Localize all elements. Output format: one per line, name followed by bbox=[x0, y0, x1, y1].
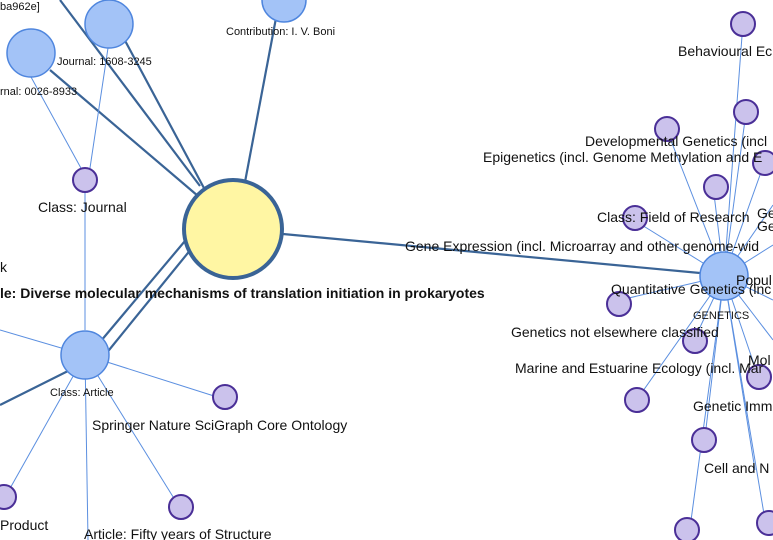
label-journal-b: rnal: 0026-8933 bbox=[0, 86, 77, 98]
label-marine: Marine and Estuarine Ecology (incl. Mar bbox=[515, 360, 764, 376]
label-hash-fragment: ba962e] bbox=[0, 1, 40, 13]
node-class-journal[interactable] bbox=[72, 167, 98, 193]
node-contribution[interactable] bbox=[261, 0, 307, 23]
label-popul: Popul bbox=[736, 272, 772, 288]
node-journal-b[interactable] bbox=[6, 28, 56, 78]
node-article-fifty[interactable] bbox=[168, 494, 194, 520]
node-bottom-b[interactable] bbox=[756, 510, 773, 536]
label-genetics-nec: Genetics not elsewhere classified bbox=[511, 324, 719, 340]
node-article-main[interactable] bbox=[182, 178, 284, 280]
label-class-journal: Class: Journal bbox=[38, 199, 127, 215]
label-class-article: Class: Article bbox=[50, 387, 114, 399]
label-cell-and: Cell and N bbox=[704, 460, 769, 476]
node-behavioural[interactable] bbox=[730, 11, 756, 37]
edges-right bbox=[282, 35, 773, 529]
label-journal-a: Journal: 1608-3245 bbox=[57, 56, 152, 68]
label-ge-a: Ge bbox=[757, 205, 773, 221]
label-contribution: Contribution: I. V. Boni bbox=[226, 26, 335, 38]
label-genetics: GENETICS bbox=[693, 310, 749, 322]
label-k-fragment: k bbox=[0, 259, 8, 275]
label-gene-expression: Gene Expression (incl. Microarray and ot… bbox=[405, 238, 759, 254]
label-epigenetics: Epigenetics (incl. Genome Methylation an… bbox=[483, 149, 762, 165]
node-class-article[interactable] bbox=[60, 330, 110, 380]
node-class-field[interactable] bbox=[622, 205, 648, 231]
node-genetics-nec[interactable] bbox=[682, 328, 708, 354]
label-behavioural: Behavioural Ec bbox=[678, 43, 772, 59]
label-class-field: Class: Field of Research bbox=[597, 209, 750, 225]
node-ontology[interactable] bbox=[212, 384, 238, 410]
label-product: Product bbox=[0, 517, 48, 533]
label-article-title: le: Diverse molecular mechanisms of tran… bbox=[0, 285, 485, 301]
node-developmental[interactable] bbox=[654, 116, 680, 142]
label-quantitative: Quantitative Genetics (inc bbox=[611, 281, 771, 297]
node-bottom-a[interactable] bbox=[674, 517, 700, 540]
label-ge-b: Ge bbox=[757, 218, 773, 234]
node-epigenetics[interactable] bbox=[752, 150, 773, 176]
node-quantitative[interactable] bbox=[606, 291, 632, 317]
node-mol[interactable] bbox=[746, 364, 772, 390]
node-genetic-imm[interactable] bbox=[691, 427, 717, 453]
node-top-right-a[interactable] bbox=[733, 99, 759, 125]
label-mol: Mol bbox=[748, 352, 771, 368]
node-journal-a[interactable] bbox=[84, 0, 134, 49]
label-genetic-imm: Genetic Imm bbox=[693, 398, 772, 414]
node-ge[interactable] bbox=[703, 174, 729, 200]
node-marine[interactable] bbox=[624, 387, 650, 413]
node-product[interactable] bbox=[0, 484, 17, 510]
label-ontology: Springer Nature SciGraph Core Ontology bbox=[92, 417, 347, 433]
label-article-fifty: Article: Fifty years of Structure bbox=[84, 526, 272, 540]
node-genetics[interactable] bbox=[699, 251, 749, 301]
label-developmental: Developmental Genetics (incl bbox=[585, 133, 767, 149]
